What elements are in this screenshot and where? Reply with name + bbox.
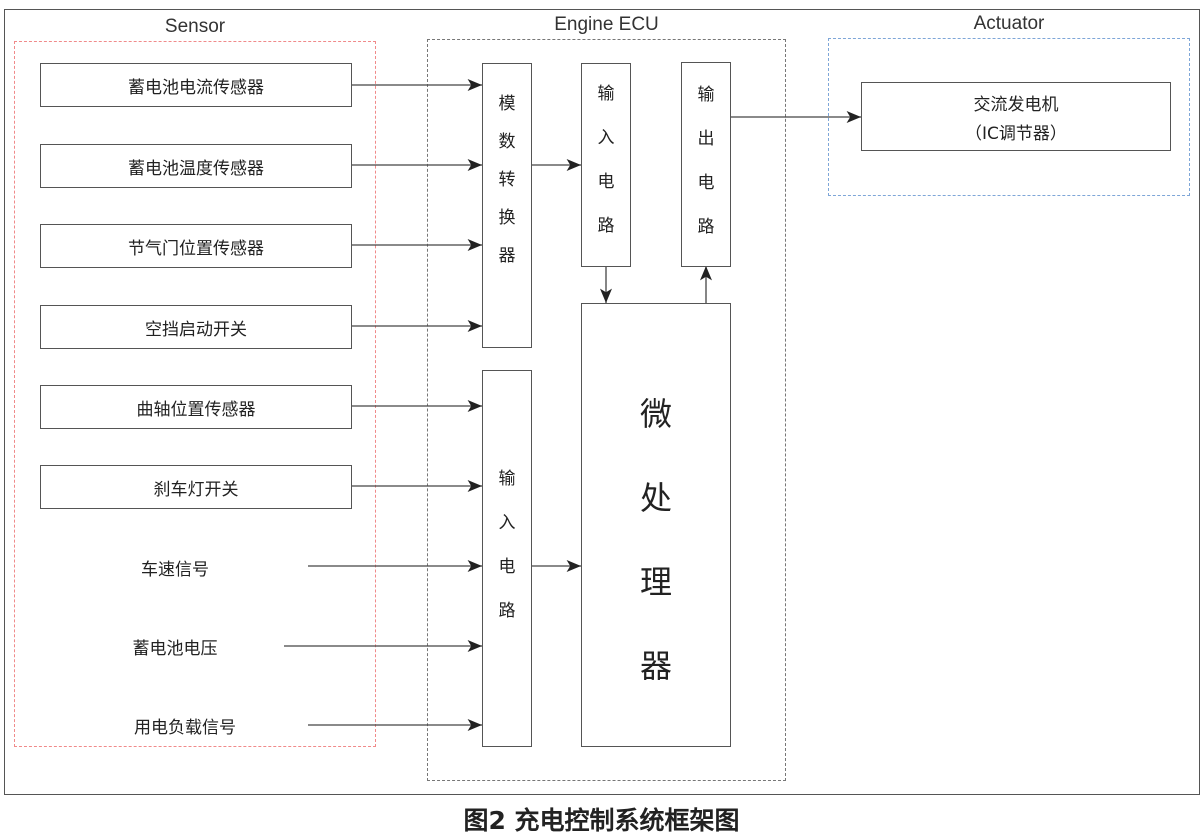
microprocessor-char: 理 — [639, 563, 672, 601]
microprocessor-char: 器 — [639, 647, 672, 685]
input-circuit-char: 输 — [498, 469, 516, 489]
sensor-label: 刹车灯开关 — [153, 479, 239, 500]
adc-char: 模 — [498, 94, 516, 114]
input-circuit-char: 入 — [498, 513, 516, 533]
ecu-group — [427, 39, 786, 781]
output-circuit-char: 路 — [697, 217, 715, 237]
adc-char: 器 — [498, 246, 516, 266]
output-circuit-char: 出 — [697, 129, 715, 149]
input-circuit-2-block: 输 入 电 路 — [482, 370, 532, 747]
microprocessor-block: 微 处 理 器 — [581, 303, 731, 747]
input-circuit-char: 路 — [498, 601, 516, 621]
microprocessor-char: 微 — [639, 395, 672, 433]
input-circuit-char: 入 — [597, 128, 615, 148]
sensor-label: 节气门位置传感器 — [128, 238, 264, 259]
alternator-block: 交流发电机 （IC调节器） — [861, 82, 1171, 151]
sensor-label: 曲轴位置传感器 — [136, 399, 256, 420]
sensor-battery-current: 蓄电池电流传感器 — [40, 63, 352, 107]
sensor-brake-light-switch: 刹车灯开关 — [40, 465, 352, 509]
sensor-throttle-position: 节气门位置传感器 — [40, 224, 352, 268]
sensor-battery-temperature: 蓄电池温度传感器 — [40, 144, 352, 188]
microprocessor-char: 处 — [639, 479, 672, 517]
adc-char: 转 — [498, 170, 516, 190]
input-circuit-char: 电 — [498, 557, 516, 577]
sensor-label: 蓄电池温度传感器 — [128, 158, 264, 179]
adc-char: 数 — [498, 132, 516, 152]
output-circuit-char: 电 — [697, 173, 715, 193]
signal-vehicle-speed: 车速信号 — [141, 560, 209, 580]
output-circuit-char: 输 — [697, 85, 715, 105]
input-circuit-char: 路 — [597, 216, 615, 236]
diagram-frame — [4, 9, 1200, 795]
signal-battery-voltage: 蓄电池电压 — [132, 639, 218, 659]
input-circuit-char: 电 — [597, 172, 615, 192]
sensor-neutral-start-switch: 空挡启动开关 — [40, 305, 352, 349]
sensor-label: 蓄电池电流传感器 — [128, 77, 264, 98]
signal-electrical-load: 用电负载信号 — [134, 718, 236, 738]
ecu-group-title: Engine ECU — [554, 14, 659, 35]
output-circuit-block: 输 出 电 路 — [681, 62, 731, 267]
figure-caption: 图2 充电控制系统框架图 — [463, 806, 740, 835]
sensor-group-title: Sensor — [164, 16, 226, 37]
alternator-label: 交流发电机 — [973, 94, 1059, 115]
sensor-label: 空挡启动开关 — [145, 319, 247, 340]
sensor-crankshaft-position: 曲轴位置传感器 — [40, 385, 352, 429]
adc-block: 模 数 转 换 器 — [482, 63, 532, 348]
actuator-group-title: Actuator — [973, 13, 1045, 34]
input-circuit-char: 输 — [597, 84, 615, 104]
ic-regulator-label: （IC调节器） — [965, 123, 1067, 144]
input-circuit-1-block: 输 入 电 路 — [581, 63, 631, 267]
adc-char: 换 — [498, 208, 516, 228]
sensor-group — [14, 41, 376, 747]
